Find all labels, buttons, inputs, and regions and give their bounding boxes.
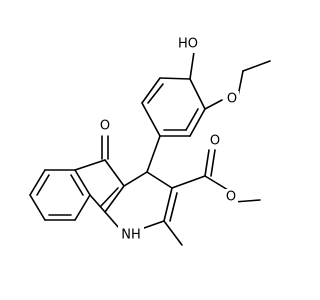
bond <box>100 187 119 207</box>
bond <box>143 220 165 229</box>
bond <box>146 135 161 173</box>
bond <box>204 149 210 177</box>
bond <box>29 194 46 221</box>
bond <box>204 99 223 110</box>
bond <box>147 83 164 104</box>
bond <box>189 78 206 110</box>
bond <box>233 199 261 203</box>
bond-layer <box>29 51 271 246</box>
bond <box>89 194 106 213</box>
bond <box>242 60 271 72</box>
bond <box>104 159 125 187</box>
bond <box>141 102 161 137</box>
bond <box>104 185 125 213</box>
ester-alkoxy-oxygen-label: O <box>226 190 236 205</box>
ester-carbonyl-oxygen-label: O <box>210 134 220 149</box>
hydroxyl-oxygen-label: HO <box>178 37 198 52</box>
bond <box>74 194 91 221</box>
atom-label-layer: HO O O O O NH <box>98 35 239 244</box>
bond <box>141 77 161 104</box>
bond <box>185 108 199 131</box>
bond <box>171 175 206 189</box>
bond <box>29 169 46 196</box>
bond <box>159 77 191 80</box>
chemical-structure-diagram: HO O O O O NH <box>29 35 271 246</box>
bond <box>74 159 106 171</box>
bond <box>123 171 148 187</box>
bond <box>146 171 173 189</box>
bond <box>210 149 216 177</box>
bond <box>189 51 195 80</box>
ether-oxygen-label: O <box>227 92 237 107</box>
bond <box>163 187 173 222</box>
bond <box>74 169 91 196</box>
bond <box>70 174 84 196</box>
bond <box>104 211 120 229</box>
bond <box>169 192 178 222</box>
bond <box>163 220 183 246</box>
ring-nitrogen-label: NH <box>121 228 141 243</box>
bond <box>36 174 50 196</box>
bond <box>204 175 229 191</box>
ketone-oxygen-label: O <box>100 119 110 134</box>
bond <box>189 108 206 137</box>
